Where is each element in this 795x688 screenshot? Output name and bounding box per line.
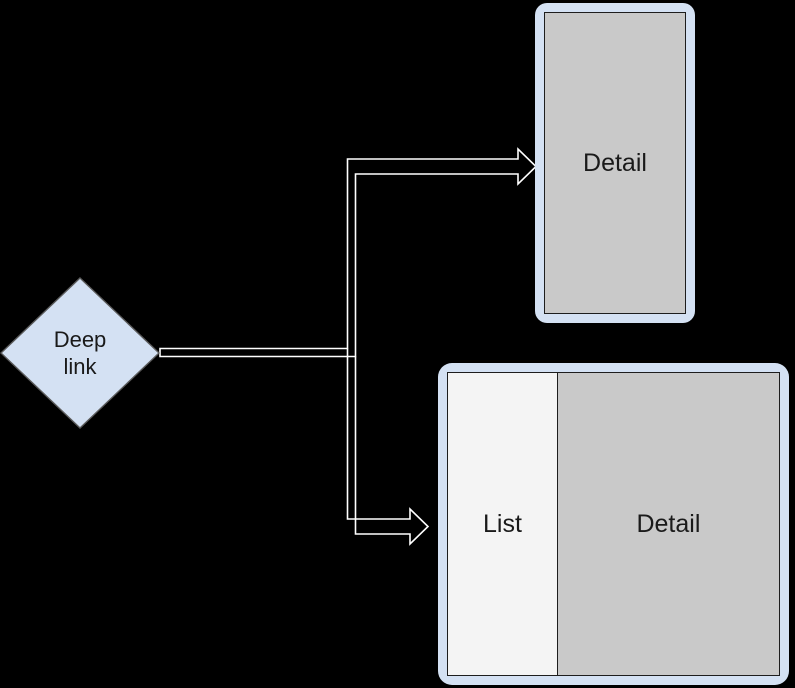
diamond-shape-icon (0, 277, 160, 429)
node-list-detail-split[interactable]: List Detail (438, 363, 789, 685)
pane-detail-split: Detail (557, 373, 779, 675)
detail-single-screen: Detail (544, 12, 686, 314)
pane-list: List (448, 373, 558, 675)
node-detail-single[interactable]: Detail (535, 3, 695, 323)
pane-detail: Detail (545, 13, 685, 313)
list-detail-screen: List Detail (447, 372, 780, 676)
node-deep-link[interactable]: Deep link (0, 277, 160, 429)
edge-to-detail-arrow (159, 147, 538, 358)
node-deep-link-label: Deep link (53, 327, 107, 379)
edge-to-list-detail-arrow (346, 348, 430, 546)
